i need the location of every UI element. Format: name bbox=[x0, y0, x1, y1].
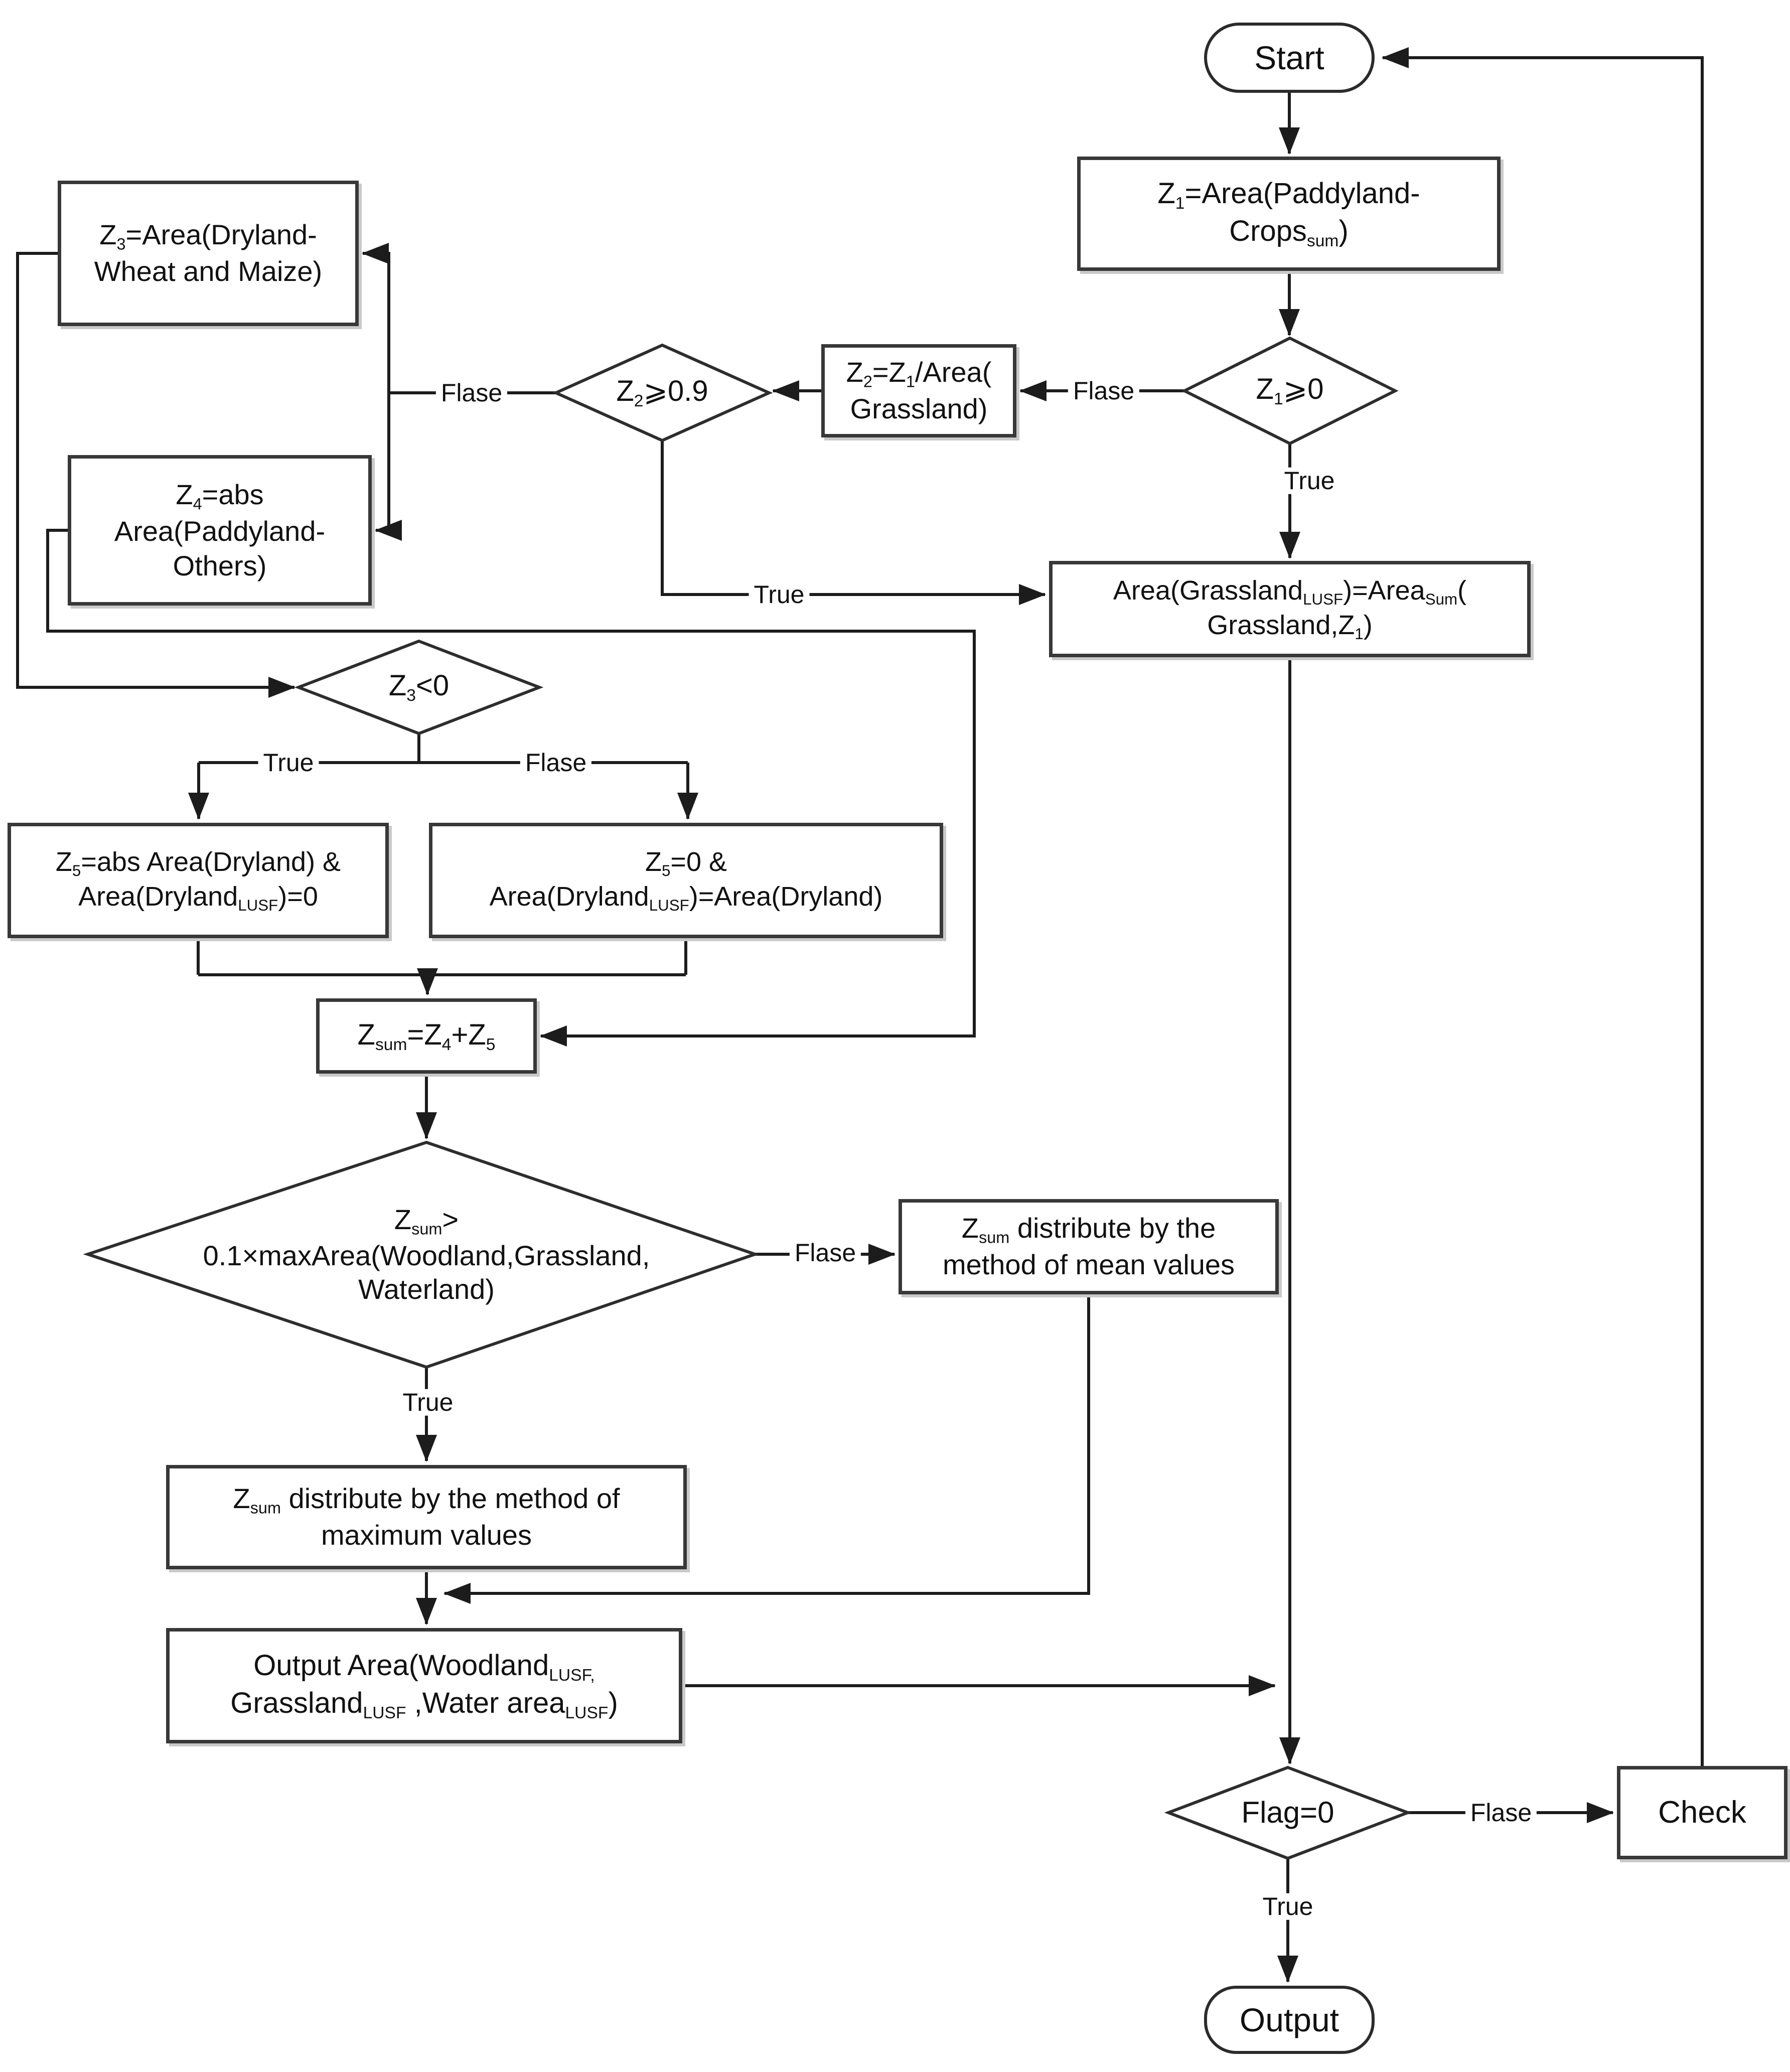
edge-label-z1-true: True bbox=[1279, 468, 1340, 494]
z1-decision-diamond bbox=[1181, 336, 1399, 446]
edge-label-flag-true: True bbox=[1257, 1893, 1318, 1920]
zsum-decision-diamond bbox=[83, 1140, 760, 1369]
z2-decision-diamond bbox=[552, 343, 773, 442]
edge-z2-decision-true-to-grassland bbox=[661, 440, 1046, 605]
edge-label-z3-false: Flase bbox=[520, 750, 592, 776]
edge-check-to-start bbox=[1382, 47, 1704, 1766]
start-terminator: Start bbox=[1204, 23, 1375, 93]
edge-z2-decision-false-to-z4 bbox=[375, 393, 402, 541]
edge-label-zsum-true: True bbox=[397, 1389, 459, 1416]
z5-false-process-box: Z5=0 &Area(DrylandLUSF)=Area(Dryland) bbox=[429, 823, 943, 938]
edge-label-z2-true: True bbox=[749, 581, 810, 608]
z2-process-box: Z2=Z1/Area(Grassland) bbox=[821, 344, 1016, 437]
edge-z2-decision-false-to-z3 bbox=[362, 243, 556, 394]
output-area-process-box: Output Area(WoodlandLUSF,GrasslandLUSF ,… bbox=[166, 1628, 682, 1743]
grassland-process-box: Area(GrasslandLUSF)=AreaSum(Grassland,Z1… bbox=[1049, 561, 1531, 657]
edge-label-flag-false: Flase bbox=[1465, 1800, 1537, 1826]
edge-label-zsum-false: Flase bbox=[789, 1240, 861, 1266]
edge-label-z3-true: True bbox=[258, 750, 319, 776]
flag-decision-diamond bbox=[1164, 1765, 1412, 1860]
edge-label-z2-false: Flase bbox=[435, 380, 508, 406]
edge-z4-to-zsum bbox=[46, 529, 976, 1047]
zsum-process-box: Zsum=Z4+Z5 bbox=[316, 998, 537, 1074]
z5-true-process-box: Z5=abs Area(Dryland) &Area(DrylandLUSF)=… bbox=[8, 823, 389, 938]
edge-label-z1-false: Flase bbox=[1068, 378, 1140, 404]
z3-process-box: Z3=Area(Dryland-Wheat and Maize) bbox=[58, 181, 359, 326]
check-process-box: Check bbox=[1617, 1766, 1787, 1859]
z3-decision-diamond bbox=[294, 639, 544, 735]
z1-process-box: Z1=Area(Paddyland-Cropssum) bbox=[1077, 157, 1501, 271]
edge-z3-to-z3-decision bbox=[16, 252, 295, 698]
edge-mean-to-merge bbox=[443, 1294, 1090, 1604]
output-terminator: Output bbox=[1204, 1986, 1375, 2054]
